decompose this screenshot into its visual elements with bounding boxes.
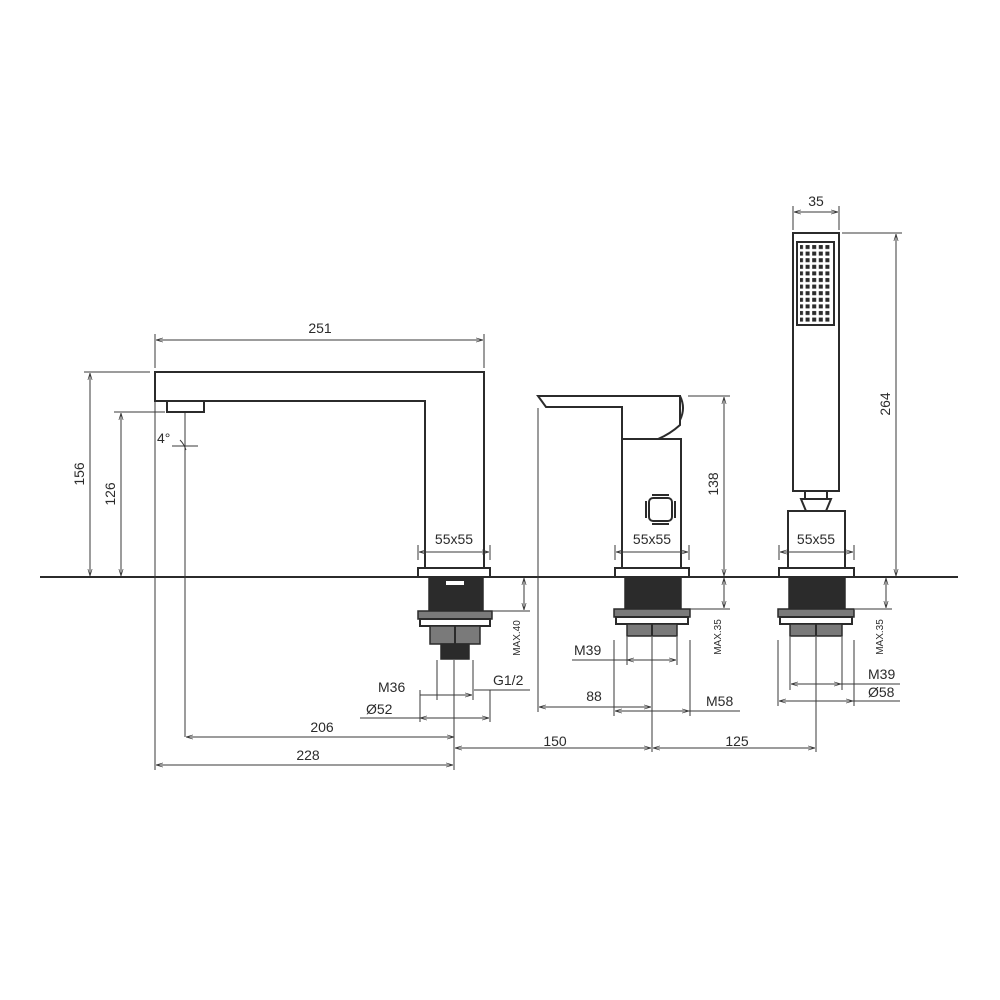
handshower-nozzles	[800, 245, 831, 322]
dim-shower-width: 35	[808, 193, 824, 209]
mixer-lever	[536, 395, 681, 440]
dim-spout-total: 228	[296, 747, 320, 763]
dim-mixer-depth: 88	[586, 688, 602, 704]
spacing-dimensions: 150 125	[455, 733, 815, 749]
dim-spacing-spout-mixer: 150	[543, 733, 567, 749]
dim-spout-connection: G1/2	[493, 672, 524, 688]
spout: 251 156 126 4° 55x55 MAX.40 M36 Ø52	[71, 320, 530, 770]
handshower: 35 264 55x55 MAX.35 M39 Ø58	[777, 193, 902, 752]
dim-shower-max-deck: MAX.35	[875, 619, 886, 655]
dim-spout-diameter: Ø52	[366, 701, 393, 717]
dim-shower-height: 264	[877, 392, 893, 416]
dim-spout-thread: M36	[378, 679, 405, 695]
dim-mixer-thread: M39	[574, 642, 601, 658]
mixer-shank	[624, 576, 682, 610]
dim-shower-thread: M39	[868, 666, 895, 682]
dim-spout-height: 156	[71, 462, 87, 486]
dim-spout-max-deck: MAX.40	[512, 620, 523, 656]
mixer: 138 55x55 MAX.35 M39 88 M58	[536, 395, 740, 752]
dim-outlet-height: 126	[102, 482, 118, 506]
dim-shower-base: 55x55	[797, 531, 835, 547]
dim-spout-width: 251	[308, 320, 332, 336]
mixer-diverter	[648, 497, 673, 522]
dim-outlet-angle: 4°	[157, 430, 170, 446]
dim-mixer-nut: M58	[706, 693, 733, 709]
handshower-shank	[788, 576, 846, 610]
dim-mixer-base: 55x55	[633, 531, 671, 547]
dim-mixer-height: 138	[705, 472, 721, 496]
dim-spacing-mixer-shower: 125	[725, 733, 749, 749]
dim-mixer-max-deck: MAX.35	[713, 619, 724, 655]
dim-spout-base: 55x55	[435, 531, 473, 547]
dim-shower-diameter: Ø58	[868, 684, 895, 700]
dim-outlet-distance: 206	[310, 719, 334, 735]
